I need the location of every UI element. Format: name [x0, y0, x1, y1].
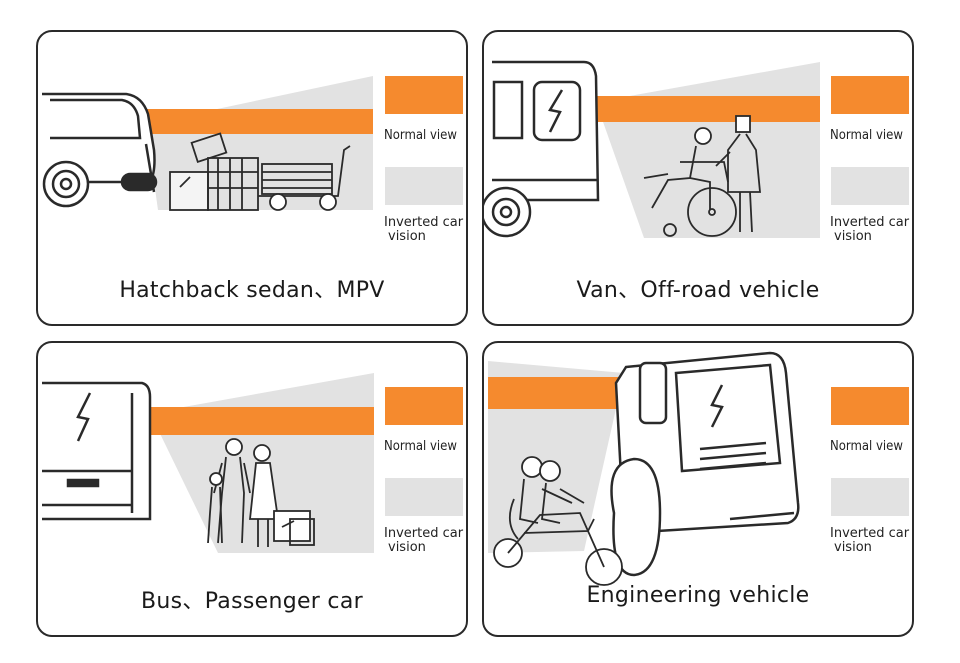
engineering-vehicle-illustration: [488, 351, 800, 586]
van-illustration: [484, 60, 820, 238]
panel-caption: Hatchback sedan、MPV: [119, 278, 385, 303]
normal-view-band: [596, 96, 820, 122]
bus-illustration: [42, 373, 374, 553]
inverted-view-swatch: [385, 167, 463, 205]
normal-view-label: Normal view: [830, 128, 903, 143]
panel-bus: Normal view Inverted car vision Bus、Pass…: [36, 341, 468, 637]
inverted-view-cone: [596, 62, 820, 238]
normal-view-band: [150, 407, 374, 435]
normal-view-label: Normal view: [384, 128, 457, 143]
inverted-view-label: Inverted car vision: [384, 526, 466, 555]
inverted-view-label-line1: Inverted car: [830, 215, 910, 230]
inverted-view-swatch: [831, 478, 909, 516]
inverted-view-label: Inverted car vision: [830, 526, 912, 555]
inverted-view-label-line1: Inverted car: [830, 526, 910, 541]
normal-view-swatch: [385, 76, 463, 114]
inverted-view-label-line2: vision: [388, 229, 426, 244]
normal-view-swatch: [385, 387, 463, 425]
luggage-cart-icon: [169, 132, 351, 211]
inverted-view-label-line2: vision: [834, 540, 872, 555]
car-icon: [42, 92, 158, 208]
wheelchair-people-icon: [643, 115, 761, 237]
panel-van: Normal view Inverted car vision Van、Off-…: [482, 30, 914, 326]
inverted-view-label-line2: vision: [388, 540, 426, 555]
panel-caption: Van、Off-road vehicle: [576, 278, 820, 303]
family-travelers-icon: [207, 438, 315, 547]
inverted-view-label-line2: vision: [834, 229, 872, 244]
bus-icon: [42, 381, 152, 521]
truck-icon: [610, 351, 800, 577]
inverted-view-label: Inverted car vision: [830, 215, 912, 244]
normal-view-band: [146, 109, 373, 134]
inverted-view-label-line1: Inverted car: [384, 526, 464, 541]
panel-caption: Engineering vehicle: [586, 583, 810, 608]
van-icon: [484, 60, 600, 238]
inverted-view-label-line1: Inverted car: [384, 215, 464, 230]
normal-view-band: [488, 377, 634, 409]
panel-hatchback-sedan: Normal view Inverted car vision Hatchbac…: [36, 30, 468, 326]
normal-view-swatch: [831, 387, 909, 425]
inverted-view-swatch: [831, 167, 909, 205]
panel-engineering-vehicle: Normal view Inverted car vision Engineer…: [482, 341, 914, 637]
normal-view-label: Normal view: [830, 439, 903, 454]
motorcycle-riders-icon: [493, 456, 623, 586]
inverted-view-label: Inverted car vision: [384, 215, 466, 244]
inverted-view-swatch: [385, 478, 463, 516]
panel-caption: Bus、Passenger car: [141, 589, 363, 614]
hatchback-illustration: [42, 76, 373, 211]
normal-view-label: Normal view: [384, 439, 457, 454]
normal-view-swatch: [831, 76, 909, 114]
